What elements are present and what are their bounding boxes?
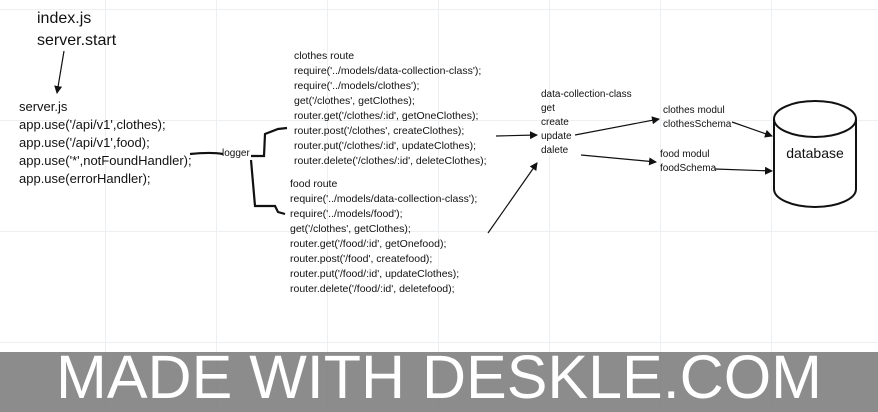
database-cylinder: [773, 100, 857, 208]
dcc-update: update: [541, 131, 572, 142]
logger-label: logger: [222, 148, 250, 159]
database-label: database: [786, 145, 844, 161]
server-line-5: app.use(errorHandler);: [19, 171, 151, 186]
clothes-modul-label: clothes modul: [663, 105, 725, 116]
arrow-food-modul-to-database: [714, 166, 773, 175]
food-route-line-6: router.post('/food', createfood);: [290, 253, 433, 265]
arrow-clothes-to-dcc: [495, 131, 538, 140]
clothes-route-line-4: get('/clothes', getClothes);: [294, 95, 415, 107]
food-modul-label: food modul: [660, 149, 710, 160]
watermark-text: MADE WITH DESKLE.COM: [56, 343, 822, 411]
clothes-route-line-6: router.post('/clothes', createClothes);: [294, 125, 465, 137]
dcc-title: data-collection-class: [541, 89, 632, 100]
server-line-3: app.use('/api/v1',food);: [19, 135, 150, 150]
food-route-line-3: require('../models/food');: [290, 208, 403, 220]
food-route-line-5: router.get('/food/:id', getOnefood);: [290, 238, 447, 250]
bracket-logger-to-clothes: [251, 126, 288, 158]
clothes-route-line-5: router.get('/clothes/:id', getOneClothes…: [294, 110, 479, 122]
dcc-create: create: [541, 117, 569, 128]
arrow-server-to-logger: [189, 151, 224, 156]
clothes-route-line-8: router.delete('/clothes/:id', deleteClot…: [294, 155, 487, 167]
food-route-line-4: get('/clothes', getClothes);: [290, 223, 411, 235]
arrow-clothes-modul-to-database: [731, 121, 773, 138]
food-route-line-2: require('../models/data-collection-class…: [290, 193, 478, 205]
index-file-label: index.js: [37, 10, 92, 27]
food-route-line-7: router.put('/food/:id', updateClothes);: [290, 268, 460, 280]
server-line-2: app.use('/api/v1',clothes);: [19, 117, 166, 132]
clothes-route-line-2: require('../models/data-collection-class…: [294, 65, 482, 77]
server-line-1: server.js: [19, 99, 68, 114]
server-line-4: app.use('*',notFoundHandler);: [19, 153, 192, 168]
arrow-dcc-to-clothes-modul: [574, 116, 660, 136]
dcc-get: get: [541, 103, 555, 114]
arrow-food-to-dcc: [487, 162, 538, 234]
arrow-dcc-to-food-modul: [580, 154, 657, 166]
food-route-line-8: router.delete('/food/:id', deletefood);: [290, 283, 455, 295]
clothes-route-line-3: require('../models/clothes');: [294, 80, 420, 92]
arrow-index-to-server: [54, 50, 65, 94]
food-schema-label: foodSchema: [660, 163, 717, 174]
clothes-schema-label: clothesSchema: [663, 119, 732, 130]
bracket-logger-to-food: [249, 159, 286, 216]
clothes-route-line-1: clothes route: [294, 50, 355, 62]
clothes-route-line-7: router.put('/clothes/:id', updateClothes…: [294, 140, 477, 152]
watermark-banner: [0, 352, 878, 412]
server-start-label: server.start: [37, 32, 117, 49]
dcc-delete: dalete: [541, 145, 569, 156]
food-route-line-1: food route: [290, 178, 338, 190]
